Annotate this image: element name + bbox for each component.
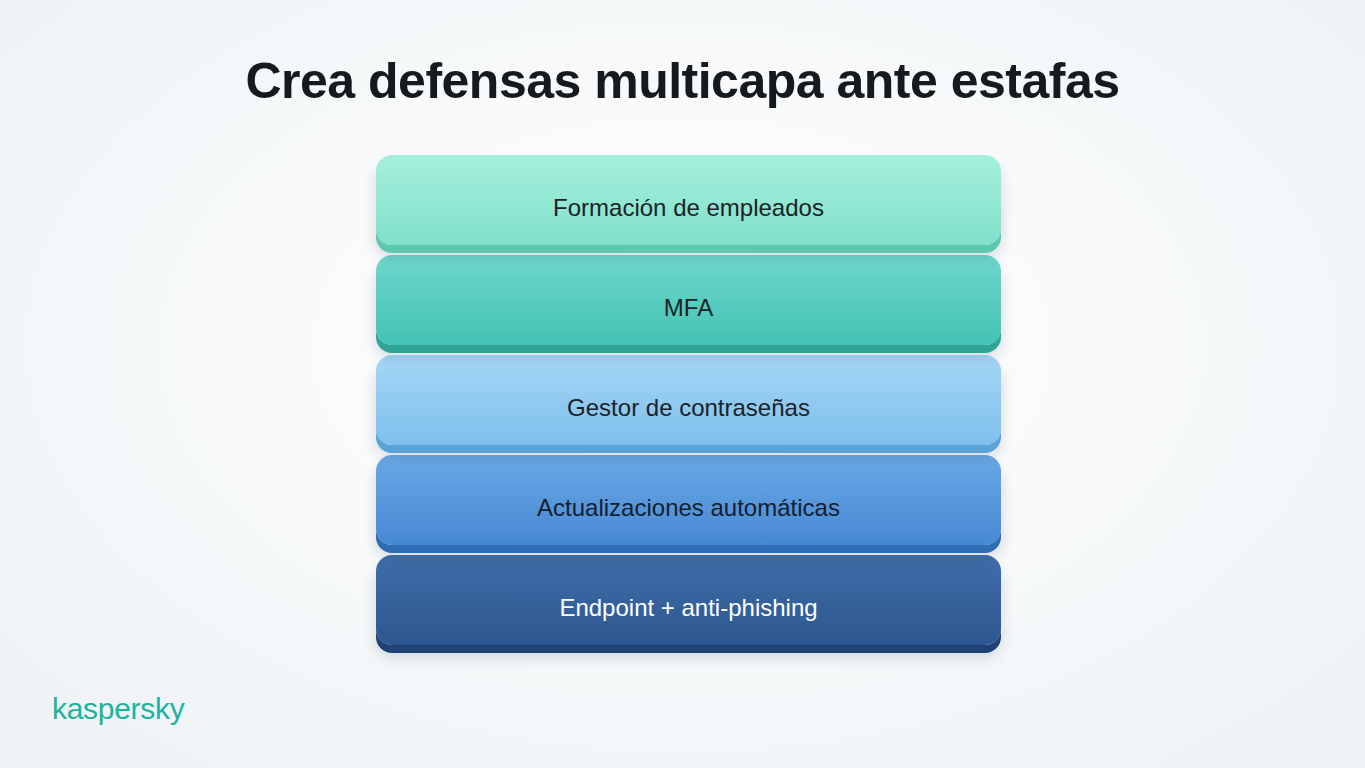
defense-layer: Formación de empleados [376,155,1001,245]
layer-label: Formación de empleados [553,194,824,222]
layer-label: Endpoint + anti-phishing [559,594,817,622]
defense-layer: MFA [376,255,1001,345]
layer-label: MFA [664,294,713,322]
layer-label: Gestor de contraseñas [567,394,810,422]
defense-layer: Actualizaciones automáticas [376,455,1001,545]
defense-layer: Endpoint + anti-phishing [376,555,1001,645]
diagram-title: Crea defensas multicapa ante estafas [0,52,1365,110]
brand-logo: kaspersky [52,692,184,726]
layer-label: Actualizaciones automáticas [537,494,840,522]
defense-layer: Gestor de contraseñas [376,355,1001,445]
